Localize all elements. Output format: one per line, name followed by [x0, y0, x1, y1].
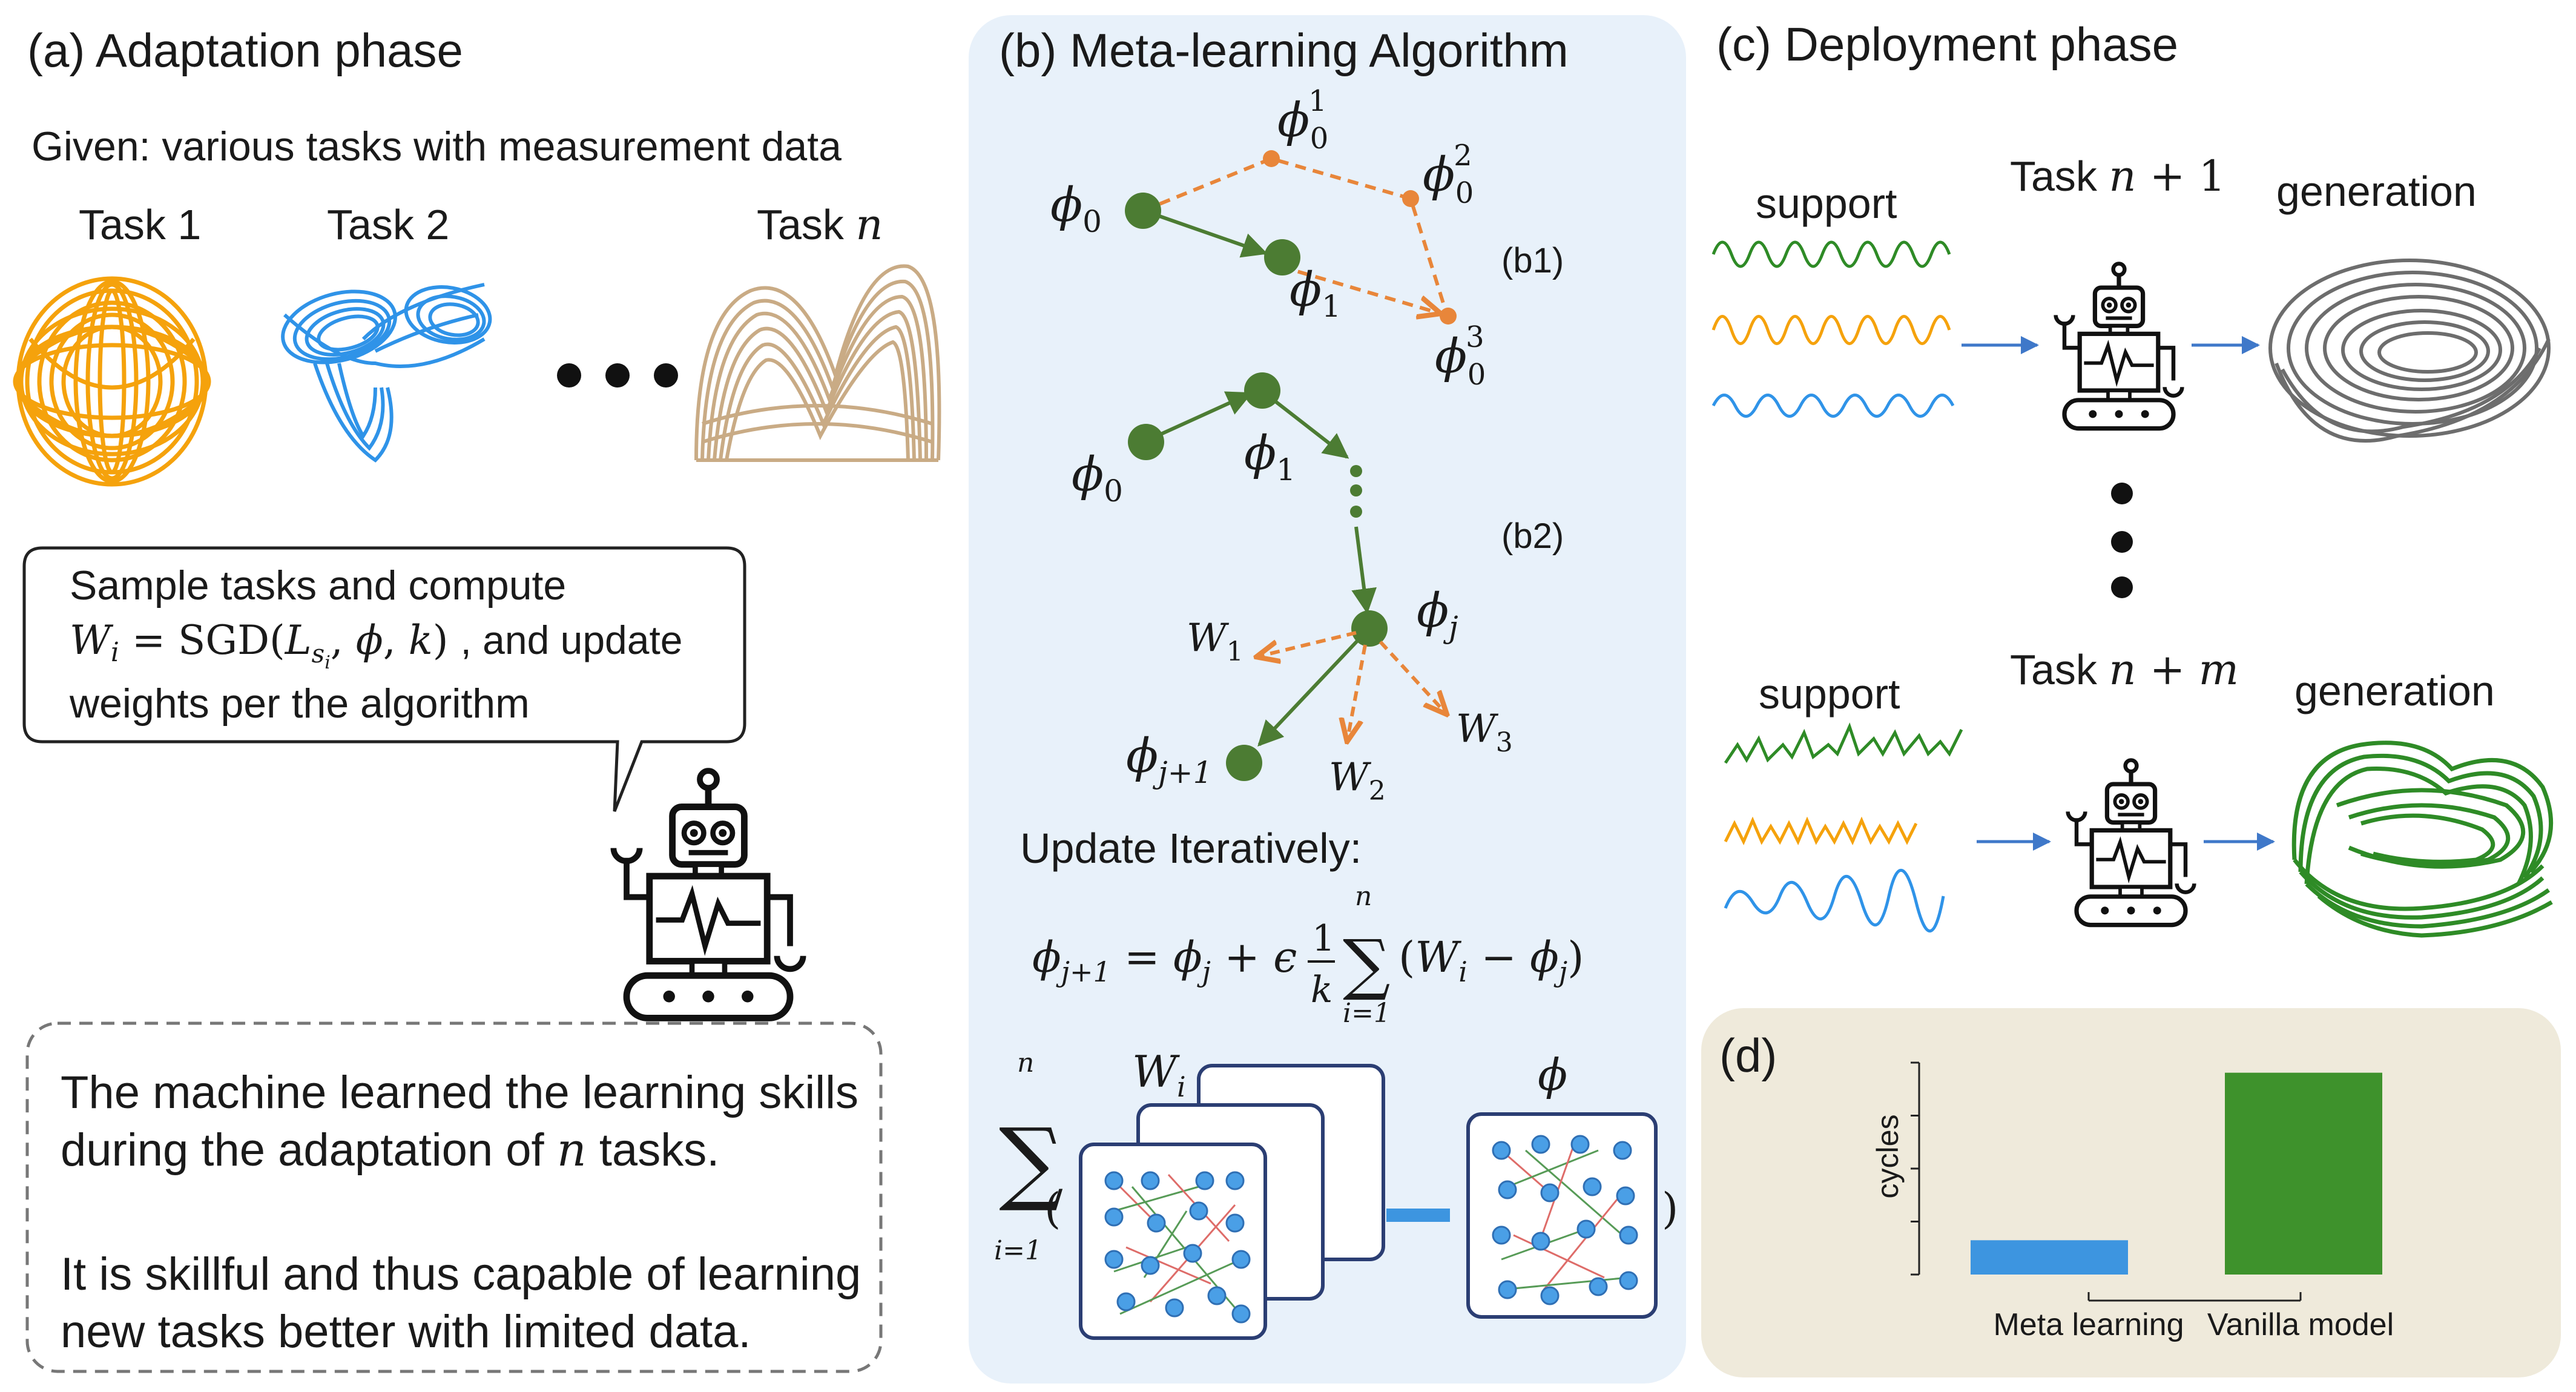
- task-2-attractor: [281, 283, 492, 463]
- generation-attractor-1: [2268, 259, 2551, 443]
- svg-text:): ): [1662, 1184, 1678, 1233]
- svg-text:i=1: i=1: [1343, 998, 1391, 1029]
- speech-formula-tail: , and update: [460, 618, 682, 662]
- summary-box: [25, 1021, 883, 1373]
- node-phi1-b2: [1244, 372, 1280, 409]
- task-2-label: Task 2: [327, 201, 449, 248]
- svg-text:n: n: [1017, 1047, 1034, 1078]
- task-n1-label: Task n + 1: [2010, 151, 2225, 201]
- label-phi0-b2: ϕ0: [1072, 447, 1123, 509]
- summary-line-2: during the adaptation of n tasks.: [61, 1123, 719, 1176]
- label-w3: W3: [1456, 707, 1513, 758]
- minus-bar: [1386, 1209, 1450, 1222]
- panel-c: (c) Deployment phase support Task n + 1 …: [1711, 18, 2554, 938]
- label-phij1: ϕj+1: [1126, 729, 1212, 790]
- node-phi0-b1: [1125, 193, 1161, 229]
- ellipsis-dots: [557, 363, 678, 388]
- summary-line-4: new tasks better with limited data.: [61, 1306, 751, 1357]
- task-nm-label: Task n + m: [2010, 645, 2239, 694]
- robot-icon-row1: [2056, 263, 2182, 428]
- panel-b-background: [969, 15, 1686, 1384]
- label-phi1-b2: ϕ1: [1244, 426, 1296, 487]
- support-signals-2: [1724, 722, 1963, 933]
- summary-line-3: It is skillful and thus capable of learn…: [61, 1249, 861, 1300]
- node-phi1-b1: [1264, 239, 1300, 275]
- bar-vanilla-model: [2225, 1072, 2382, 1275]
- support-signals-1: [1711, 240, 1955, 418]
- svg-text:∑: ∑: [999, 1109, 1064, 1215]
- generation-attractor-2: [2291, 741, 2554, 938]
- svg-text:(: (: [1044, 1184, 1061, 1233]
- label-w2: W2: [1329, 755, 1386, 807]
- b1-label: (b1): [1501, 241, 1564, 280]
- node-phi0-b2: [1128, 424, 1164, 460]
- given-text: Given: various tasks with measurement da…: [31, 124, 842, 170]
- b2-diagram: ϕ0 ϕ1 ϕj ϕj+1 W1 W2 W3 (b2): [1072, 372, 1564, 807]
- label-phi1-b1: ϕ1: [1290, 263, 1341, 324]
- task-1-label: Task 1: [79, 201, 201, 248]
- update-formula: ϕj+1 = ϕj + ϵ 1 k n ∑ i=1 (Wi − ϕj): [1032, 881, 1584, 1029]
- support-label-1: support: [1756, 180, 1897, 227]
- panel-c-title: (c) Deployment phase: [1716, 18, 2178, 71]
- speech-line-1: Sample tasks and compute: [70, 562, 566, 609]
- update-text: Update Iteratively:: [1020, 825, 1362, 872]
- x-tick-label: Vanilla model: [2207, 1307, 2394, 1342]
- y-axis-label: cycles: [1871, 1115, 1905, 1199]
- node-phij1: [1226, 745, 1262, 781]
- speech-line-3: weights per the algorithm: [69, 681, 530, 727]
- svg-text:n: n: [1355, 881, 1372, 912]
- speech-line-2: Wi = SGD(Lsi, ϕ, k), and update: [70, 617, 682, 673]
- support-label-2: support: [1759, 670, 1900, 717]
- speech-bubble: [22, 546, 746, 812]
- network-formula: n ∑ i=1 ( Wi: [994, 1046, 1678, 1340]
- bar-chart: Meta learning Vanilla model cycles: [1871, 1061, 2394, 1342]
- svg-text:(Wi − ϕj): (Wi − ϕj): [1398, 932, 1584, 988]
- generation-label-1: generation: [2276, 168, 2477, 215]
- task-n-label: Task n: [757, 200, 883, 249]
- svg-text:ϕj+1 = ϕj + ϵ: ϕj+1 = ϕj + ϵ: [1032, 932, 1297, 988]
- task-n-attractor: [694, 264, 941, 462]
- panel-b-title: (b) Meta-learning Algorithm: [999, 24, 1569, 77]
- panel-a-title: (a) Adaptation phase: [27, 24, 463, 77]
- x-tick-label: Meta learning: [1993, 1307, 2184, 1342]
- generation-label-2: generation: [2294, 667, 2495, 714]
- robot-icon-row2: [2068, 760, 2195, 925]
- svg-text:k: k: [1311, 969, 1332, 1011]
- label-w1: W1: [1187, 616, 1244, 667]
- svg-text:∑: ∑: [1343, 925, 1391, 1003]
- network-phi: [1466, 1112, 1658, 1319]
- bar-meta-learning: [1971, 1240, 2128, 1275]
- vertical-ellipsis: [2111, 483, 2133, 598]
- b2-label: (b2): [1501, 516, 1564, 556]
- task-1-attractor: [13, 276, 211, 487]
- panel-a: (a) Adaptation phase Given: various task…: [13, 24, 941, 1373]
- phi-label: ϕ: [1538, 1049, 1567, 1100]
- svg-text:1: 1: [1312, 917, 1335, 960]
- label-phi0-b1: ϕ0: [1050, 178, 1102, 239]
- robot-icon: [613, 771, 803, 1018]
- svg-text:i=1: i=1: [994, 1235, 1042, 1266]
- panel-d: (d) Meta learning Vanilla model cycles: [1701, 1008, 2561, 1377]
- summary-line-1: The machine learned the learning skills: [61, 1067, 858, 1118]
- network-stack: [1079, 1064, 1385, 1340]
- panel-d-label: (d): [1719, 1029, 1777, 1082]
- wi-label: Wi: [1132, 1046, 1186, 1103]
